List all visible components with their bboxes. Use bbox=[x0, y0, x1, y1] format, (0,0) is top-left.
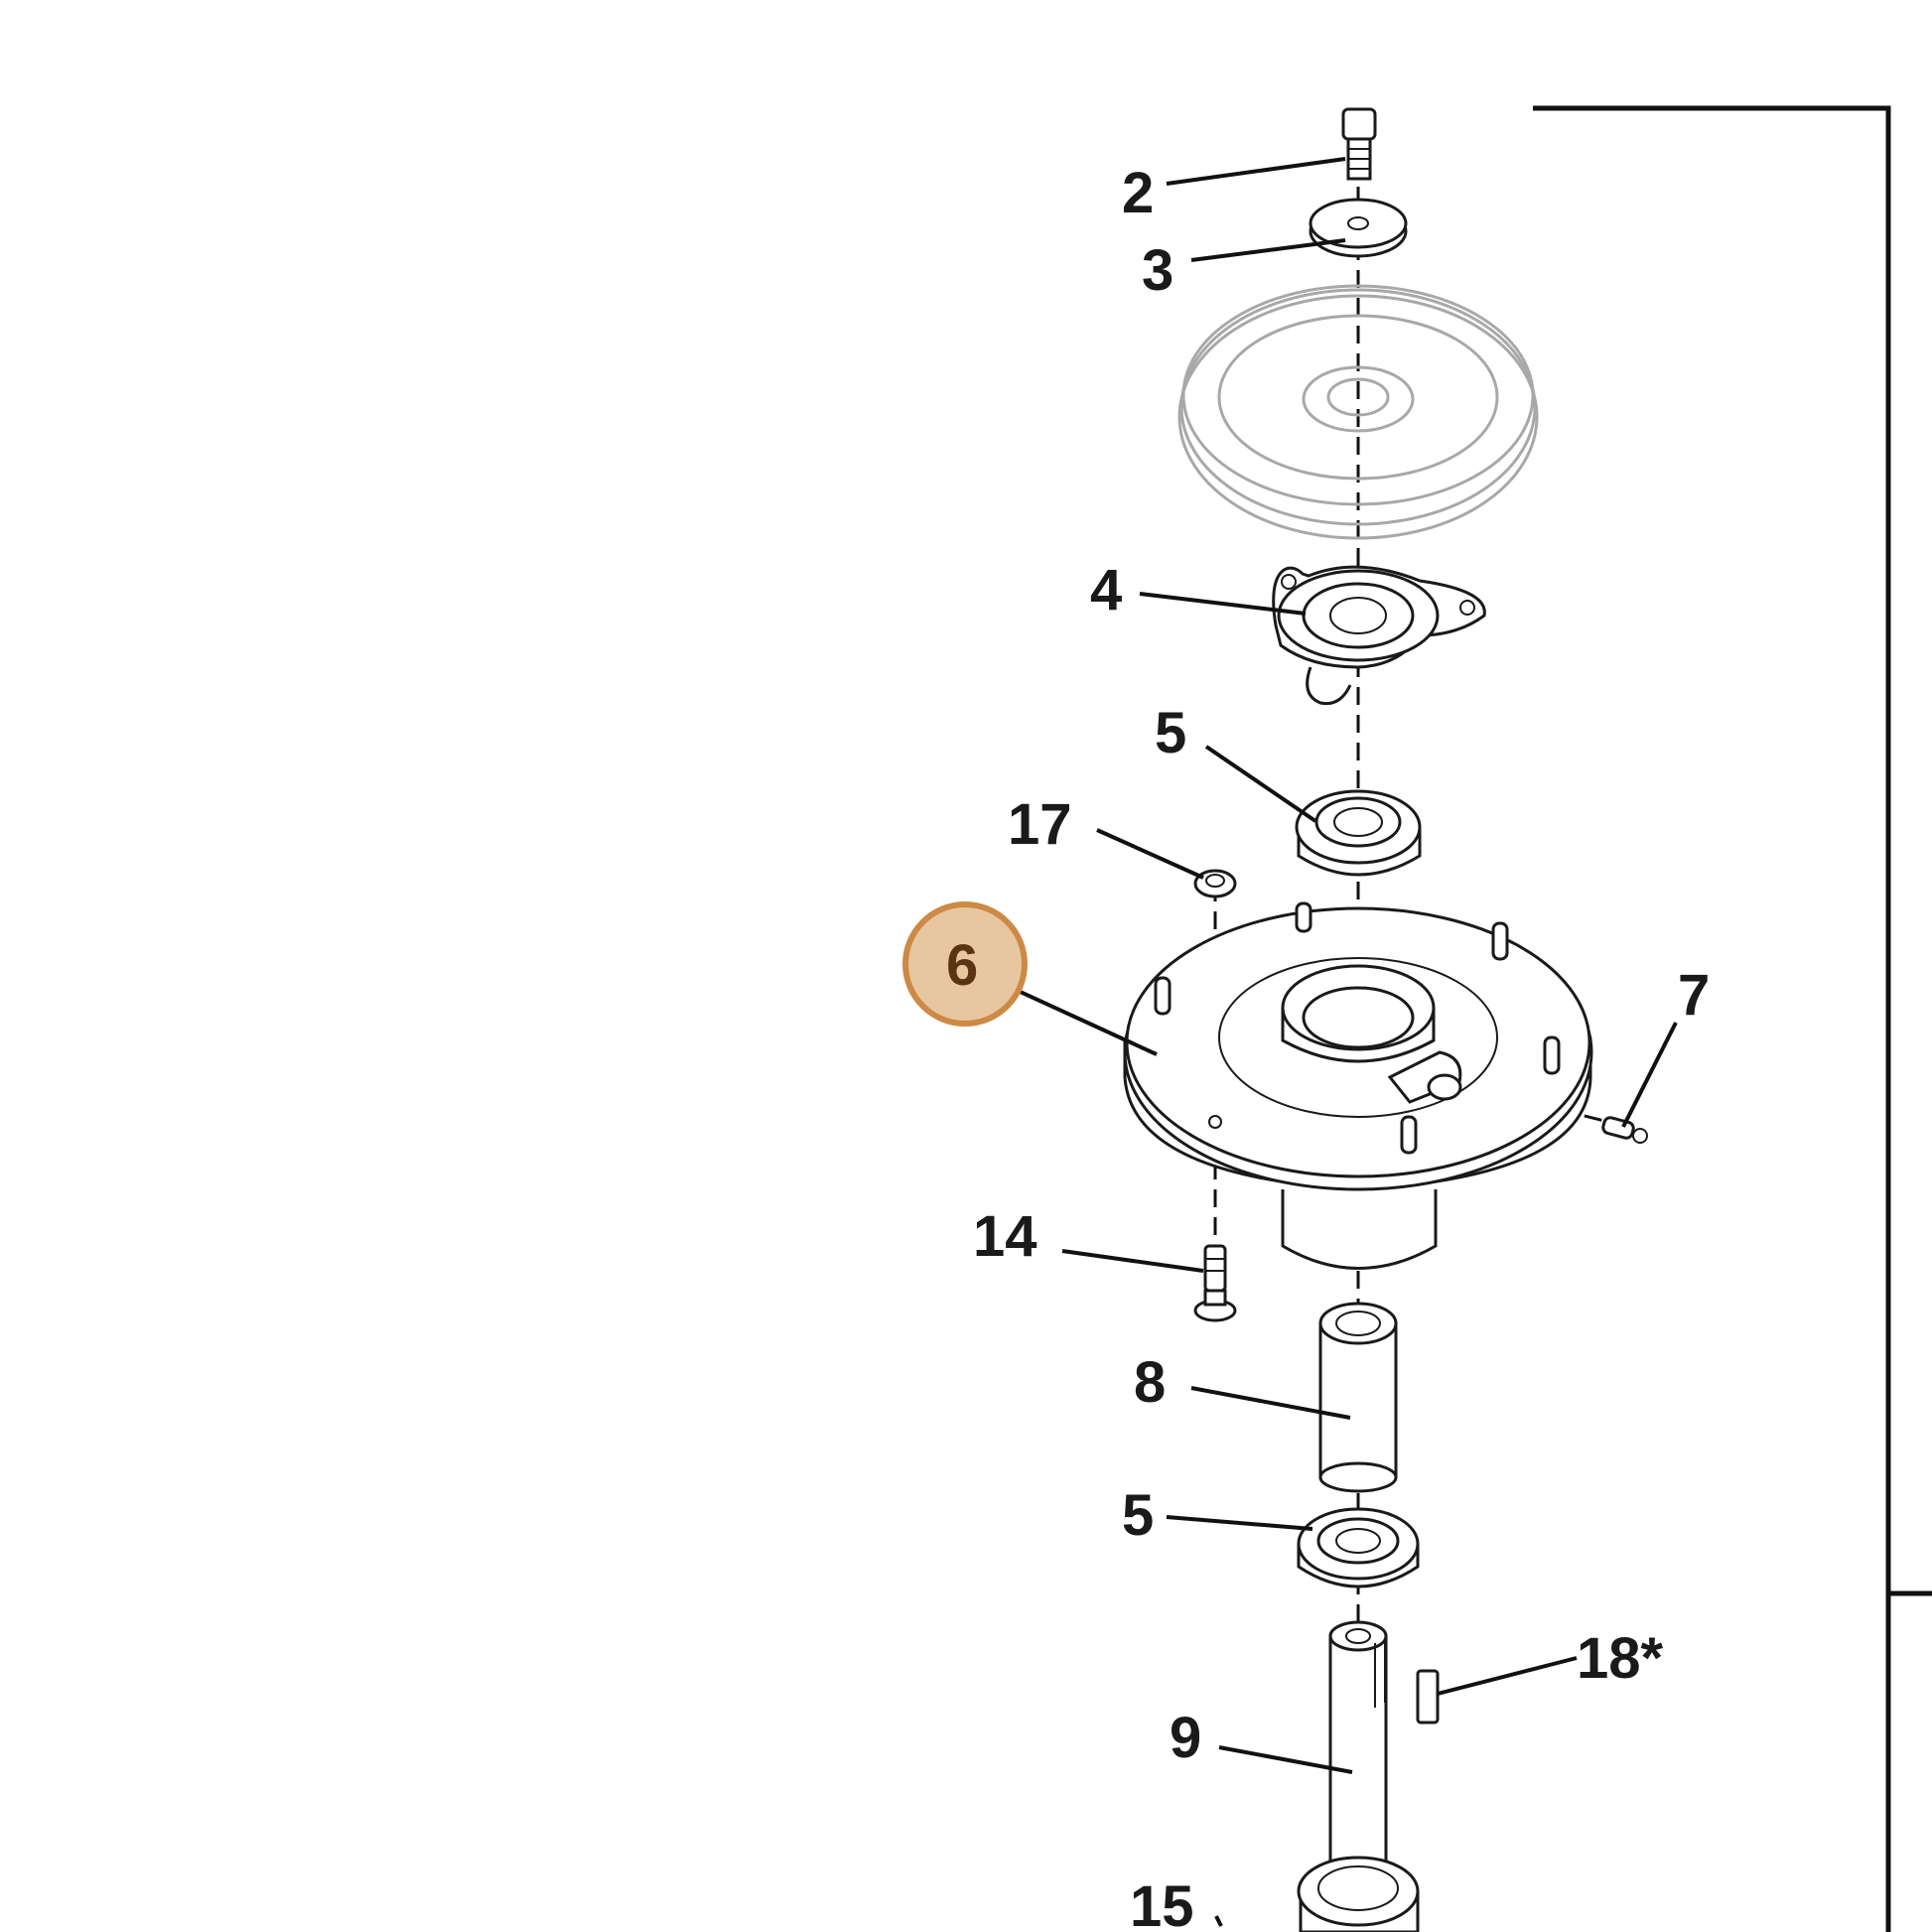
part-nut[interactable] bbox=[1193, 869, 1237, 898]
pulley-ghost bbox=[1177, 284, 1539, 540]
part-bolt[interactable] bbox=[1341, 107, 1377, 181]
callout-2[interactable]: 2 bbox=[1122, 161, 1154, 225]
part-spacer[interactable] bbox=[1318, 1302, 1398, 1493]
callout-5-lower[interactable]: 5 bbox=[1122, 1483, 1154, 1548]
callout-labels: 2 3 4 5 17 6 7 14 8 5 18* 9 15 bbox=[946, 161, 1710, 1932]
part-key[interactable] bbox=[1416, 1669, 1440, 1725]
part-bearing-housing[interactable] bbox=[1272, 565, 1486, 706]
part-bolt-lower[interactable] bbox=[1193, 1244, 1237, 1322]
callout-14[interactable]: 14 bbox=[973, 1204, 1037, 1269]
part-lower-flange[interactable] bbox=[1297, 1856, 1420, 1932]
callout-4[interactable]: 4 bbox=[1090, 558, 1122, 622]
callout-5-upper[interactable]: 5 bbox=[1155, 701, 1186, 765]
callout-17[interactable]: 17 bbox=[1008, 792, 1072, 857]
part-spindle-housing[interactable] bbox=[1123, 901, 1593, 1270]
assembly-frame-bracket bbox=[1533, 105, 1932, 1932]
callout-8[interactable]: 8 bbox=[1134, 1350, 1166, 1415]
callout-18[interactable]: 18* bbox=[1577, 1626, 1664, 1691]
callout-3[interactable]: 3 bbox=[1142, 238, 1173, 303]
callout-9[interactable]: 9 bbox=[1170, 1706, 1201, 1770]
callout-7[interactable]: 7 bbox=[1678, 963, 1710, 1028]
mounting-studs bbox=[1154, 901, 1561, 1155]
part-bearing-upper[interactable] bbox=[1295, 789, 1422, 877]
part-washer[interactable] bbox=[1309, 198, 1408, 258]
callout-15[interactable]: 15 bbox=[1130, 1874, 1194, 1932]
callout-highlight bbox=[902, 901, 1028, 1027]
part-spindle-shaft[interactable] bbox=[1328, 1620, 1388, 1876]
part-bearing-lower[interactable] bbox=[1297, 1507, 1420, 1588]
leader-lines bbox=[1000, 157, 1678, 1927]
callout-6[interactable]: 6 bbox=[946, 933, 978, 998]
